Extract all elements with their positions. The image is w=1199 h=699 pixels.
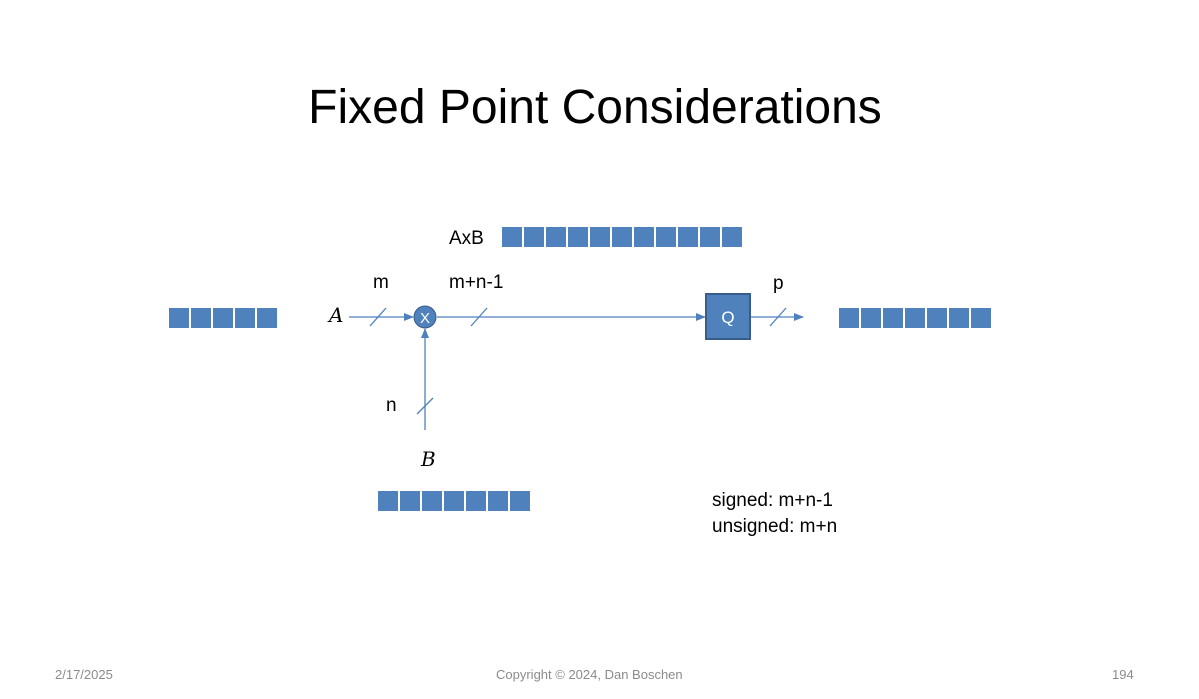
- register-bit: [509, 490, 531, 512]
- multiplier-node: [413, 305, 437, 329]
- width-out-slash: [769, 307, 787, 327]
- slide-title: Fixed Point Considerations: [308, 81, 882, 134]
- width-notes: signed: m+n-1 unsigned: m+n: [712, 488, 837, 540]
- register-bit: [567, 226, 589, 248]
- register-b: [377, 490, 531, 512]
- register-bit: [633, 226, 655, 248]
- register-bit: [721, 226, 743, 248]
- register-bit: [860, 307, 882, 329]
- register-bit: [970, 307, 992, 329]
- footer-page-number: 194: [1112, 667, 1134, 682]
- register-bit: [421, 490, 443, 512]
- input-a-label: A: [329, 303, 344, 327]
- register-bit: [190, 307, 212, 329]
- register-product: [501, 226, 743, 248]
- footer-date: 2/17/2025: [55, 667, 113, 682]
- width-b-slash: [416, 397, 434, 415]
- register-bit: [487, 490, 509, 512]
- product-label: AxB: [449, 228, 484, 249]
- width-a-label: m: [373, 272, 389, 293]
- register-bit: [838, 307, 860, 329]
- register-bit: [256, 307, 278, 329]
- register-bit: [523, 226, 545, 248]
- register-bit: [655, 226, 677, 248]
- quantizer-symbol: Q: [721, 308, 734, 327]
- width-b-label: n: [386, 395, 397, 416]
- register-bit: [234, 307, 256, 329]
- register-bit: [168, 307, 190, 329]
- register-bit: [589, 226, 611, 248]
- register-bit: [699, 226, 721, 248]
- register-output: [838, 307, 992, 329]
- register-bit: [677, 226, 699, 248]
- register-bit: [399, 490, 421, 512]
- width-out-label: p: [773, 273, 784, 294]
- register-bit: [904, 307, 926, 329]
- register-bit: [501, 226, 523, 248]
- register-bit: [465, 490, 487, 512]
- note-signed: signed: m+n-1: [712, 490, 833, 511]
- register-a: [168, 307, 278, 329]
- register-bit: [926, 307, 948, 329]
- quantizer-block: [705, 293, 751, 340]
- width-product-slash: [470, 307, 488, 327]
- multiplier-symbol: X: [420, 310, 430, 327]
- register-bit: [212, 307, 234, 329]
- width-product-label: m+n-1: [449, 272, 504, 293]
- input-b-label: B: [421, 447, 436, 471]
- register-bit: [377, 490, 399, 512]
- register-bit: [948, 307, 970, 329]
- register-bit: [545, 226, 567, 248]
- footer-copyright: Copyright © 2024, Dan Boschen: [496, 667, 683, 682]
- register-bit: [882, 307, 904, 329]
- note-unsigned: unsigned: m+n: [712, 516, 838, 537]
- register-bit: [611, 226, 633, 248]
- register-bit: [443, 490, 465, 512]
- width-a-slash: [369, 307, 387, 327]
